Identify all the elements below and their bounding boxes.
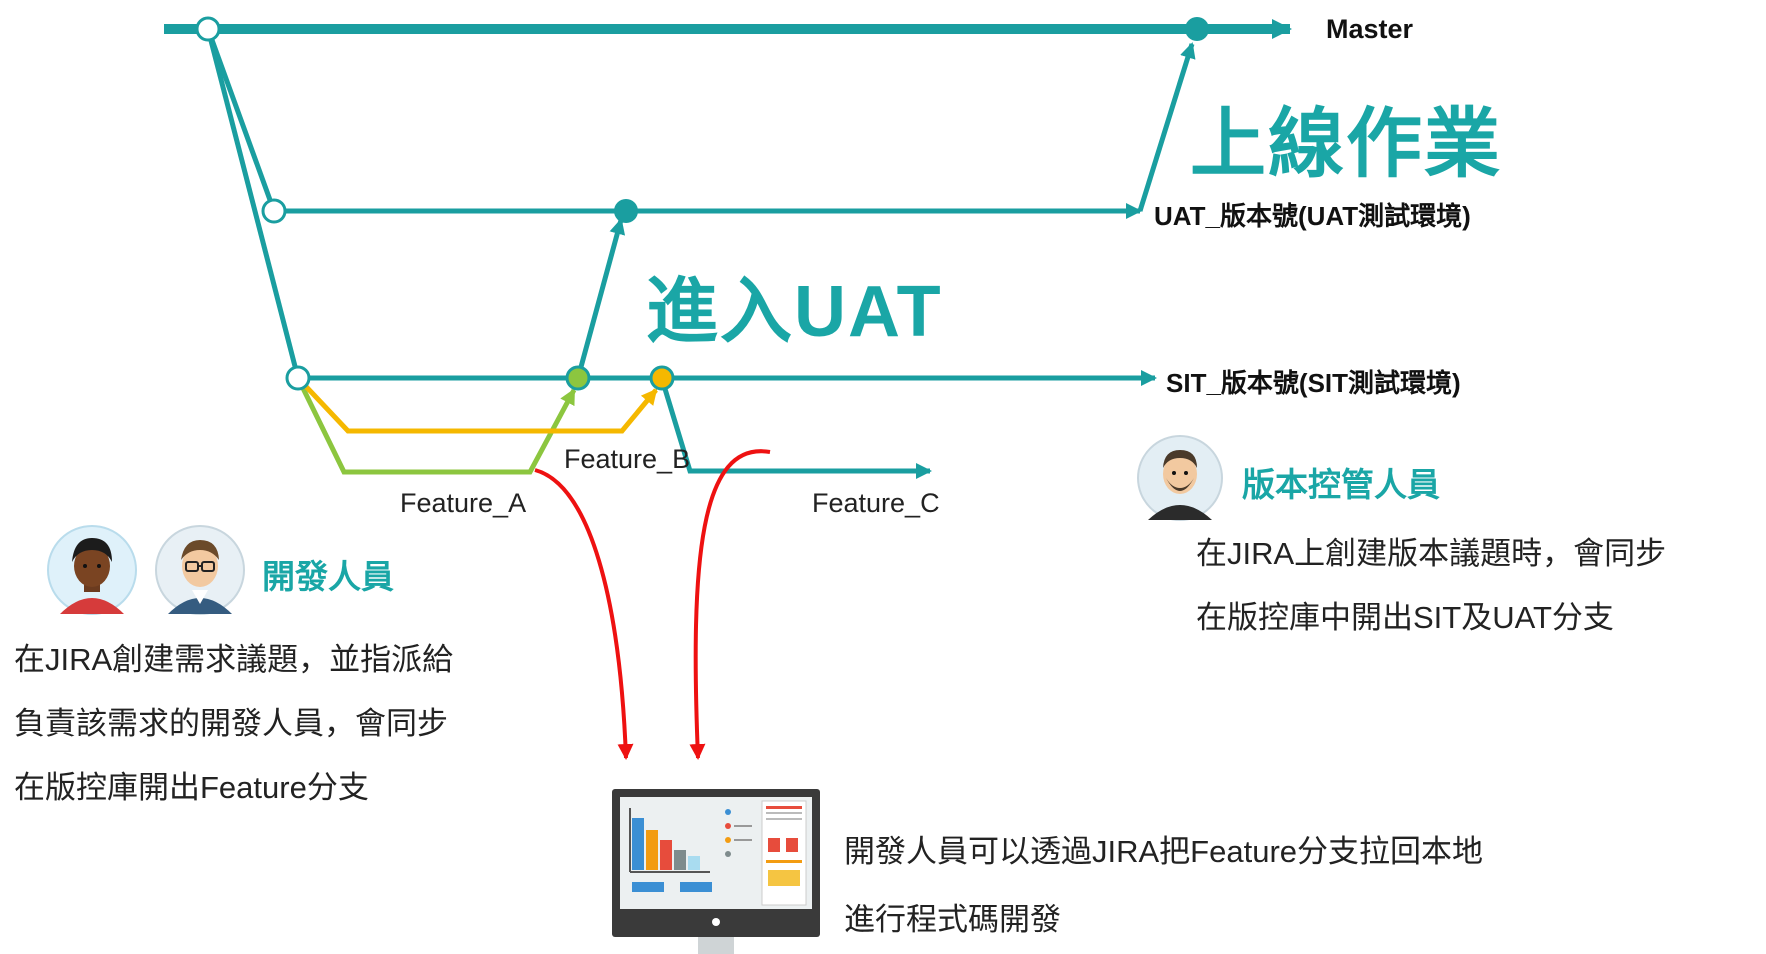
uat-to-master-arrow bbox=[1137, 42, 1196, 212]
feature-b-label: Feature_B bbox=[564, 444, 691, 474]
pull-feature-a-arrow bbox=[534, 468, 634, 760]
feature-c-label: Feature_C bbox=[812, 488, 940, 518]
uat-merge-node bbox=[614, 199, 638, 223]
version-control-avatar bbox=[1137, 435, 1223, 521]
version-control-desc-line-1: 在JIRA上創建版本議題時，會同步 bbox=[1196, 536, 1667, 571]
release-stage-label: 上線作業 bbox=[1190, 102, 1502, 187]
developer-desc-line-1: 在JIRA創建需求議題，並指派給 bbox=[14, 642, 454, 677]
sit-merge-b-node bbox=[649, 365, 675, 391]
developer-avatar-2 bbox=[155, 525, 245, 615]
version-control-role-title: 版本控管人員 bbox=[1242, 466, 1440, 503]
sit-to-uat-arrow bbox=[575, 218, 626, 379]
local-dev-desc-line-2: 進行程式碼開發 bbox=[844, 902, 1061, 937]
master-origin-node bbox=[195, 16, 221, 42]
sit-merge-a-node bbox=[565, 365, 591, 391]
master-branch-label: Master bbox=[1326, 14, 1414, 44]
developer-desc-line-3: 在版控庫開出Feature分支 bbox=[14, 770, 369, 805]
sit-origin-node bbox=[285, 365, 311, 391]
developer-desc-line-2: 負責該需求的開發人員，會同步 bbox=[14, 706, 448, 741]
master-to-sit-line bbox=[205, 28, 301, 379]
enter-uat-stage-label: 進入UAT bbox=[646, 272, 943, 352]
uat-branch-label: UAT_版本號(UAT測試環境) bbox=[1154, 201, 1471, 231]
feature-b-branch-line bbox=[296, 376, 658, 434]
developer-role-title: 開發人員 bbox=[262, 558, 394, 595]
version-control-desc-line-2: 在版控庫中開出SIT及UAT分支 bbox=[1196, 600, 1614, 635]
sit-branch-label: SIT_版本號(SIT測試環境) bbox=[1166, 368, 1461, 398]
uat-origin-node bbox=[261, 198, 287, 224]
developer-avatar-1 bbox=[47, 525, 137, 615]
feature-a-label: Feature_A bbox=[400, 488, 527, 518]
master-release-node bbox=[1185, 17, 1209, 41]
master-to-uat-line bbox=[205, 28, 277, 212]
local-dev-desc-line-1: 開發人員可以透過JIRA把Feature分支拉回本地 bbox=[844, 834, 1484, 869]
feature-c-branch-line bbox=[659, 378, 932, 479]
pull-feature-b-arrow bbox=[689, 449, 771, 760]
computer-icon bbox=[612, 789, 820, 954]
